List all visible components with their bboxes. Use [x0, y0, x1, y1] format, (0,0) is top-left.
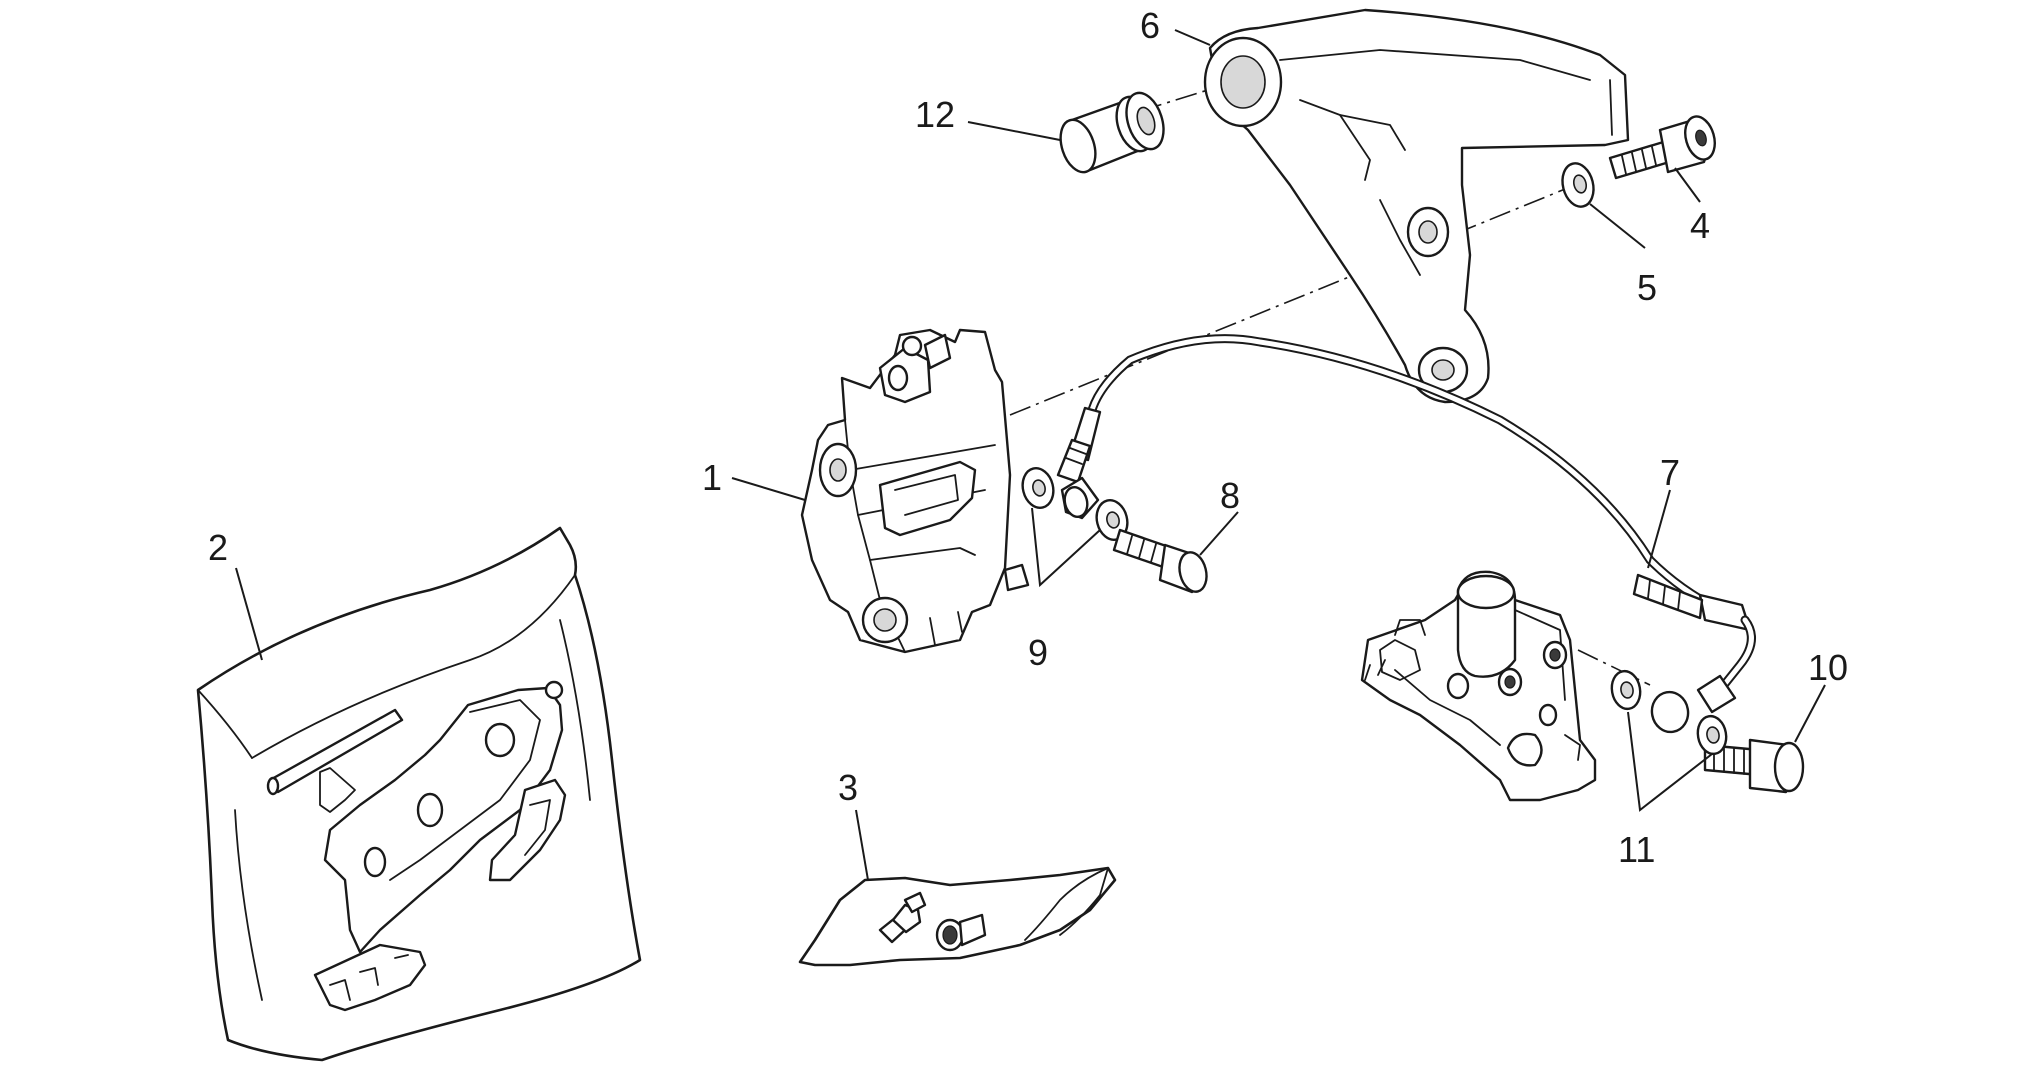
- pressure-valve-assembly: [1360, 570, 1597, 802]
- leader-7: [1647, 489, 1671, 569]
- leader-4: [1674, 167, 1701, 203]
- axis-caliper-bracket: [1009, 184, 1576, 416]
- part-12-bushing: [1059, 91, 1165, 174]
- callout-3: 3: [838, 767, 858, 808]
- leader-3: [855, 809, 869, 881]
- callout-6: 6: [1140, 5, 1160, 46]
- callout-10: 10: [1808, 647, 1848, 688]
- callout-2: 2: [208, 527, 228, 568]
- leader-lines: [235, 29, 1826, 881]
- callout-labels: 6 12 4 5 1 8 2 9 7 10 11 3: [208, 5, 1848, 870]
- leader-6: [1174, 29, 1211, 46]
- callout-7: 7: [1660, 452, 1680, 493]
- part-8-banjo-bolt: [1112, 528, 1208, 594]
- part-1-brake-caliper: [800, 328, 1030, 654]
- part-2-brake-pad-kit: [196, 526, 642, 1062]
- callout-1: 1: [702, 457, 722, 498]
- part-10-banjo-bolt: [1703, 738, 1805, 794]
- part-9-banjo-washers: [1021, 467, 1129, 541]
- part-6-bracket: [1203, 8, 1630, 404]
- leader-12: [967, 121, 1061, 141]
- leader-9: [1031, 507, 1101, 588]
- leader-10: [1794, 684, 1826, 743]
- callout-8: 8: [1220, 475, 1240, 516]
- leader-8: [1199, 511, 1239, 556]
- leader-11: [1627, 711, 1713, 812]
- callout-5: 5: [1637, 267, 1657, 308]
- part-4-bolt: [1608, 115, 1716, 180]
- part-11-washers: [1610, 669, 1728, 756]
- part-5-washer: [1561, 162, 1595, 208]
- callout-4: 4: [1690, 205, 1710, 246]
- callout-9: 9: [1028, 632, 1048, 673]
- leader-1: [731, 477, 806, 501]
- leader-2: [235, 567, 263, 661]
- callout-11: 11: [1618, 829, 1655, 870]
- callout-12: 12: [915, 94, 955, 135]
- part-3-bleeder-kit: [798, 866, 1117, 967]
- leader-5: [1589, 203, 1646, 249]
